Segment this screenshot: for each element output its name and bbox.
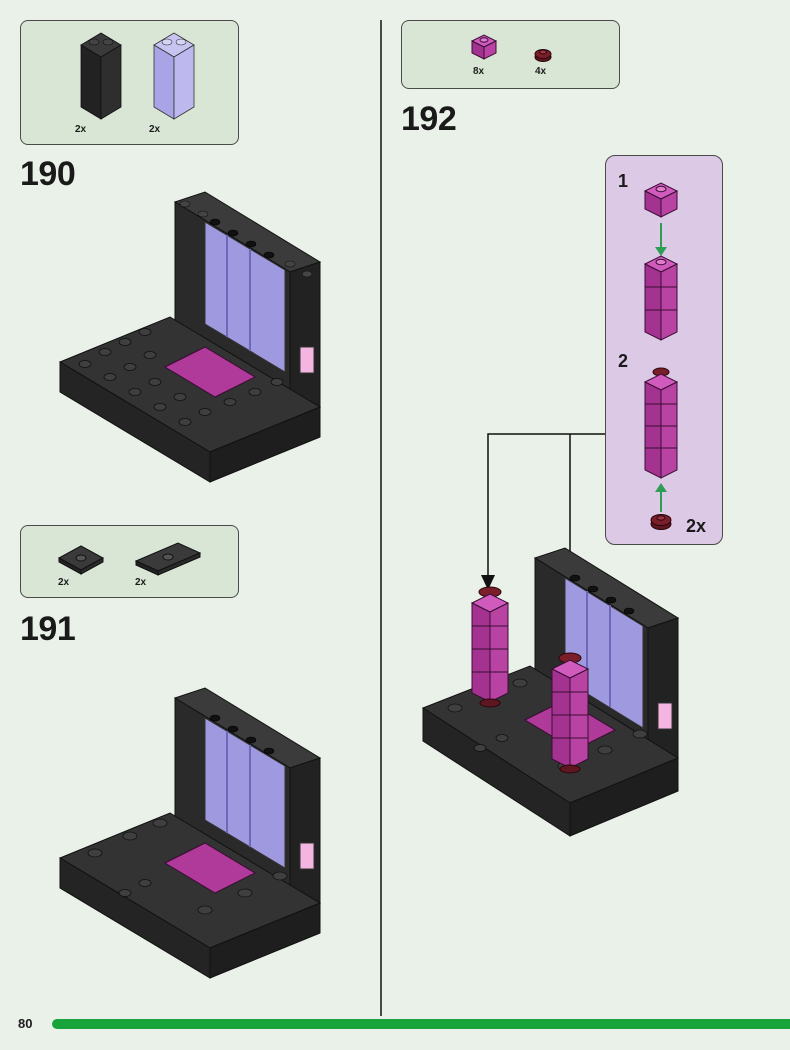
- substep-multiplier: 2x: [686, 516, 707, 536]
- parts-box-192: 8x 4x: [401, 20, 620, 89]
- substep-box: 1 2 2x: [605, 155, 723, 545]
- trans-panel: [204, 221, 286, 373]
- jumper-plate-1x2-icon: [57, 545, 105, 575]
- part-qty: 8x: [473, 66, 485, 77]
- step-number-191: 191: [20, 610, 76, 648]
- magenta-column-left: [470, 586, 510, 708]
- page-number: 80: [18, 1016, 33, 1031]
- dark-red-round-plate-icon: [650, 514, 672, 530]
- magenta-column-right: [550, 652, 590, 774]
- step-191-model: [58, 687, 322, 979]
- step-192-model: [421, 547, 680, 837]
- column-divider: [380, 20, 382, 1016]
- part-qty: 2x: [58, 577, 70, 588]
- part-qty: 2x: [135, 577, 147, 588]
- dark-red-round-plate-icon: [534, 49, 552, 62]
- part-qty: 2x: [149, 124, 161, 135]
- magenta-1x1-brick-icon: [470, 34, 498, 60]
- magenta-column-4-icon: [643, 367, 679, 479]
- part-qty: 4x: [535, 66, 547, 77]
- magenta-column-3-icon: [643, 255, 679, 341]
- green-arrow-down-icon: [655, 223, 667, 256]
- parts-box-191: 2x 2x: [20, 525, 239, 598]
- substep-number-1: 1: [618, 171, 629, 191]
- parts-box-190: 2x 2x: [20, 20, 239, 145]
- step-number-192: 192: [401, 100, 457, 138]
- magenta-brick-icon: [643, 182, 679, 218]
- substep-number-2: 2: [618, 351, 629, 371]
- step-190-model: [58, 191, 322, 483]
- step-number-190: 190: [20, 155, 76, 193]
- jumper-plate-2x4-icon: [134, 542, 202, 576]
- part-qty: 2x: [75, 124, 87, 135]
- green-arrow-up-icon: [655, 483, 667, 512]
- black-1x1x3-brick-icon: [80, 32, 122, 120]
- page-progress-bar: [52, 1019, 790, 1029]
- trans-purple-panel-icon: [153, 32, 195, 120]
- magenta-tiles: [163, 346, 257, 398]
